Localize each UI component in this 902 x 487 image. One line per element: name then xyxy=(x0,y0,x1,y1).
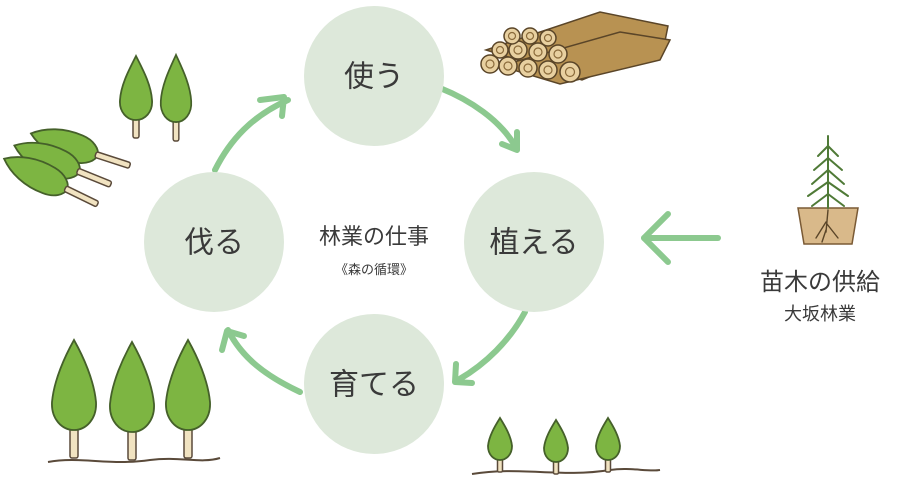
sapling-icon xyxy=(543,419,569,475)
stage-use-label: 使う xyxy=(344,60,404,95)
tree-icon xyxy=(159,53,193,142)
grown-trees xyxy=(47,339,221,463)
stage-plant: 植える xyxy=(464,172,604,312)
seedling-pot-icon xyxy=(797,135,859,245)
stage-grow: 育てる xyxy=(304,314,444,454)
cycle-arrows xyxy=(212,85,528,395)
stage-cut: 伐る xyxy=(144,172,284,312)
arrow-use-to-plant-head xyxy=(499,129,520,153)
young-saplings xyxy=(471,417,661,475)
arrow-plant-to-grow xyxy=(455,309,528,383)
arrow-grow-to-cut-head xyxy=(219,328,247,353)
cycle-subtitle: 《森の循環》 xyxy=(335,263,413,278)
stage-use: 使う xyxy=(304,6,444,146)
tree-icon xyxy=(119,55,153,139)
log-end-group xyxy=(480,27,581,83)
stage-plant-label: 植える xyxy=(489,226,578,261)
log-pile-icon xyxy=(480,11,672,85)
standing-trees-top-left xyxy=(119,53,193,142)
felled-trees xyxy=(0,118,136,219)
tree-icon xyxy=(165,339,211,459)
stage-cut-label: 伐る xyxy=(184,226,244,261)
cycle-title: 林業の仕事 xyxy=(319,225,429,250)
stage-grow-label: 育てる xyxy=(329,368,419,403)
supply-subtitle: 大坂林業 xyxy=(784,304,856,325)
tree-icon xyxy=(109,341,155,461)
arrow-use-to-plant xyxy=(437,85,518,149)
supply-arrow xyxy=(641,211,721,265)
arrow-cut-to-use xyxy=(212,97,291,173)
supply-title: 苗木の供給 xyxy=(760,268,880,296)
sapling-icon xyxy=(487,417,513,473)
arrow-grow-to-cut xyxy=(225,327,303,395)
arrow-plant-to-grow-head xyxy=(452,361,475,386)
sapling-icon xyxy=(595,417,621,473)
tree-icon xyxy=(51,339,97,459)
arrow-cut-to-use-head xyxy=(257,94,287,119)
